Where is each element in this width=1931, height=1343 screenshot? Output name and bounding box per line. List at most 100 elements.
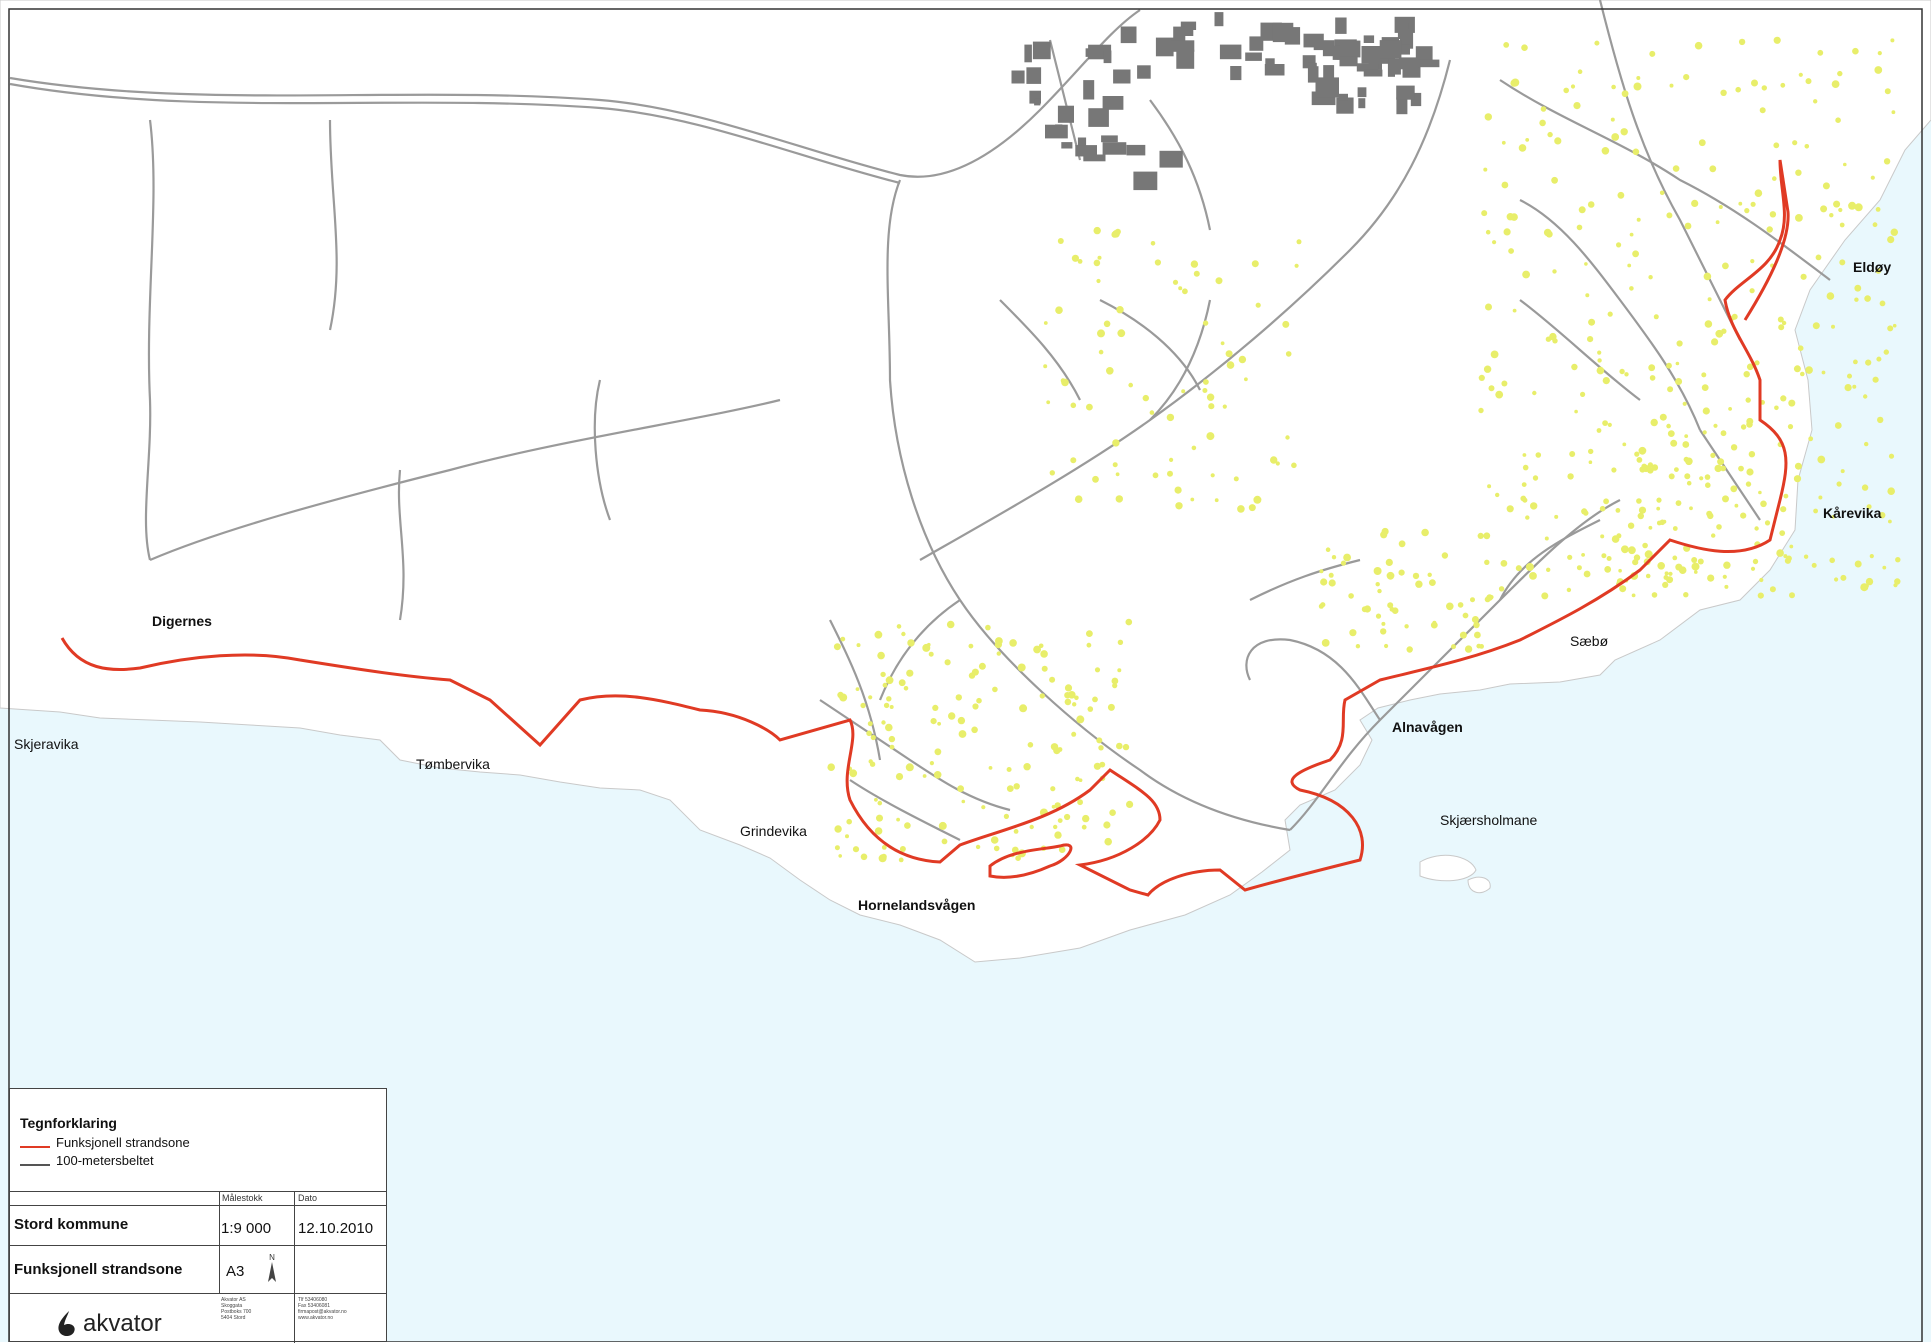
tree-dot	[834, 845, 840, 851]
building	[1088, 108, 1109, 127]
tree-dot	[1046, 400, 1051, 405]
tree-dot	[1474, 631, 1481, 639]
tree-dot	[1043, 364, 1048, 369]
tree-dot	[1255, 302, 1261, 308]
red-line-swatch	[20, 1145, 50, 1148]
tree-dot	[932, 704, 939, 712]
tree-dot	[1125, 618, 1133, 626]
tree-dot	[938, 821, 947, 830]
tree-dot	[1097, 255, 1102, 260]
tree-dot	[1096, 278, 1101, 284]
tree-dot	[1094, 667, 1101, 673]
tree-dot	[881, 720, 886, 725]
tree-dot	[1745, 397, 1751, 403]
tree-dot	[1852, 47, 1859, 55]
tree-dot	[1576, 565, 1582, 571]
tree-dot	[880, 671, 886, 678]
tree-dot	[896, 624, 902, 629]
tree-dot	[1764, 520, 1771, 526]
tree-dot	[1172, 279, 1179, 285]
tree-dot	[1627, 263, 1632, 268]
tree-dot	[955, 694, 962, 701]
tree-dot	[1786, 555, 1792, 562]
tree-dot	[1521, 482, 1527, 487]
tree-dot	[1484, 559, 1490, 565]
tree-dot	[930, 718, 937, 725]
tree-dot	[1464, 645, 1473, 653]
tree-dot	[1086, 642, 1092, 648]
tree-dot	[886, 696, 892, 702]
tree-dot	[1404, 624, 1409, 629]
tree-dot	[1738, 465, 1744, 472]
strandsone-loop	[988, 843, 1073, 879]
tree-dot	[1501, 380, 1508, 387]
tree-dot	[1728, 407, 1732, 411]
tree-dot	[1206, 432, 1215, 441]
tree-dot	[1854, 203, 1863, 212]
tree-dot	[1722, 495, 1729, 503]
tree-dot	[1054, 802, 1061, 809]
tree-dot	[1717, 458, 1725, 466]
tree-dot	[1720, 89, 1727, 97]
tree-dot	[1070, 457, 1077, 464]
building	[1335, 17, 1347, 34]
building	[1357, 87, 1367, 98]
tree-dot	[1723, 561, 1731, 569]
tree-dot	[1487, 484, 1492, 489]
tree-dot	[1672, 555, 1678, 561]
tree-dot	[881, 845, 887, 850]
tree-dot	[1615, 508, 1621, 513]
tree-dot	[1793, 365, 1801, 373]
tree-dot	[1840, 574, 1847, 581]
tree-dot	[849, 769, 858, 778]
tree-dot	[948, 712, 956, 720]
tree-dot	[1547, 131, 1553, 138]
tree-dot	[1112, 439, 1120, 447]
building	[1083, 154, 1106, 162]
tree-dot	[1415, 580, 1423, 588]
tree-dot	[1202, 320, 1209, 326]
tree-dot	[1864, 441, 1869, 447]
tree-dot	[1621, 90, 1629, 98]
tree-dot	[1642, 542, 1648, 549]
tree-dot	[1566, 587, 1572, 593]
company-line: Skoggata	[221, 1303, 243, 1309]
tree-dot	[1567, 473, 1574, 480]
tree-dot	[1479, 644, 1484, 649]
tree-dot	[1430, 621, 1438, 629]
tree-dot	[1532, 475, 1539, 481]
tree-dot	[1890, 228, 1899, 236]
tree-dot	[1647, 462, 1653, 468]
tree-dot	[1757, 592, 1764, 599]
tree-dot	[1320, 578, 1328, 586]
building	[1026, 67, 1042, 84]
tree-dot	[1473, 621, 1480, 629]
tree-dot	[1551, 176, 1558, 184]
tree-dot	[1834, 577, 1839, 582]
tree-dot	[1206, 393, 1215, 401]
tree-dot	[1715, 220, 1720, 225]
tree-dot	[1049, 470, 1056, 476]
tree-dot	[1485, 303, 1492, 311]
tree-dot	[1166, 413, 1175, 422]
tree-dot	[1683, 592, 1689, 598]
road	[919, 59, 1452, 561]
tree-dot	[1222, 404, 1227, 409]
tree-dot	[1087, 706, 1094, 712]
tree-dot	[994, 641, 1003, 649]
building	[1045, 124, 1068, 139]
tree-dot	[1860, 583, 1869, 592]
buildings	[1011, 12, 1440, 191]
company-line: 5404 Stord	[221, 1315, 246, 1321]
tree-dot	[996, 651, 1001, 656]
tree-dot	[1451, 644, 1456, 650]
map-title: Funksjonell strandsone	[14, 1261, 183, 1278]
tree-dot	[1027, 742, 1034, 748]
tree-dot	[1702, 430, 1707, 435]
tree-dot	[1427, 572, 1432, 577]
tree-dot	[846, 818, 852, 825]
tree-dot	[1877, 416, 1884, 424]
tree-dot	[1621, 545, 1629, 554]
tree-dot	[1111, 677, 1119, 685]
